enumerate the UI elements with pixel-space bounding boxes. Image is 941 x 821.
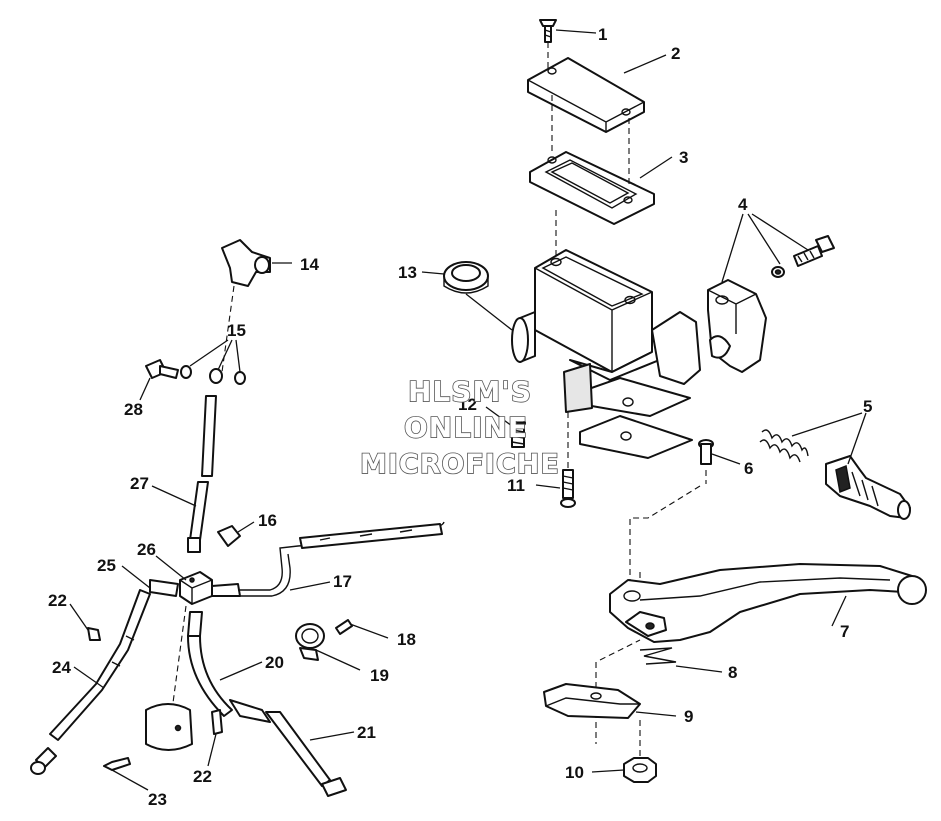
part-15-banjo-washers xyxy=(180,339,246,385)
callout-26: 26 xyxy=(137,540,156,559)
watermark-line-1: HLSM'S xyxy=(408,375,532,408)
part-11-mounting-screw xyxy=(535,412,576,508)
callout-5: 5 xyxy=(863,397,872,416)
callout-13: 13 xyxy=(398,263,417,282)
part-9-lever-bracket xyxy=(543,683,677,719)
watermark: HLSM'S ONLINE MICROFICHE xyxy=(359,374,560,481)
watermark-line-3: MICROFICHE xyxy=(360,449,560,480)
part-6-pivot-bolt xyxy=(698,439,741,484)
part-2-reservoir-cover xyxy=(527,54,667,133)
part-12-bleeder-screw xyxy=(485,406,526,448)
callout-10: 10 xyxy=(565,763,584,782)
callout-19: 19 xyxy=(370,666,389,685)
callout-18: 18 xyxy=(397,630,416,649)
part-20-right-fitting xyxy=(187,611,263,717)
part-5-piston-and-spring xyxy=(759,412,911,520)
callout-28: 28 xyxy=(124,400,143,419)
part-4-handlebar-clamp-and-bolt xyxy=(707,213,835,373)
callout-9: 9 xyxy=(684,707,693,726)
callout-6: 6 xyxy=(744,459,753,478)
part-28-banjo-bolt xyxy=(139,359,179,401)
callout-27: 27 xyxy=(130,474,149,493)
part-19-hose-clamp xyxy=(295,623,361,671)
part-17-brake-line-to-caliper xyxy=(211,521,445,597)
part-10-pivot-nut xyxy=(591,720,657,783)
part-13-dust-boot xyxy=(421,261,513,331)
part-14-brake-line-tee xyxy=(221,239,292,287)
part-8-return-spring xyxy=(639,647,723,673)
part-22-left-hose-clip xyxy=(69,603,101,641)
callout-24: 24 xyxy=(52,658,71,677)
part-22-right-hose-clip xyxy=(207,709,223,767)
callout-17: 17 xyxy=(333,572,352,591)
part-21-right-brake-hose xyxy=(229,699,355,797)
callout-4: 4 xyxy=(738,195,748,214)
callout-14: 14 xyxy=(300,255,319,274)
part-25-left-fitting xyxy=(121,565,179,597)
watermark-line-2: ONLINE xyxy=(404,411,528,444)
callout-20: 20 xyxy=(265,653,284,672)
callout-15: 15 xyxy=(227,321,246,340)
callout-16: 16 xyxy=(258,511,277,530)
part-27-upper-brake-hose xyxy=(151,395,217,553)
callout-2: 2 xyxy=(671,44,680,63)
callout-22-right: 22 xyxy=(193,767,212,786)
callout-1: 1 xyxy=(598,25,607,44)
part-23-mounting-plate xyxy=(103,703,193,791)
callout-11: 11 xyxy=(507,476,525,495)
master-cylinder-body xyxy=(511,249,701,459)
callout-12: 12 xyxy=(458,395,477,414)
callout-22-left: 22 xyxy=(48,591,67,610)
part-7-brake-lever xyxy=(609,563,927,643)
part-3-reservoir-diaphragm xyxy=(529,151,673,225)
callout-7: 7 xyxy=(840,622,849,641)
part-16-hose-clip xyxy=(217,521,255,547)
callout-21: 21 xyxy=(357,723,376,742)
callout-3: 3 xyxy=(679,148,688,167)
callout-25: 25 xyxy=(97,556,116,575)
part-1-cover-screw xyxy=(539,19,597,43)
part-24-left-brake-hose xyxy=(30,589,151,775)
part-18-clamp-screw xyxy=(335,619,389,639)
callout-8: 8 xyxy=(728,663,737,682)
callout-23: 23 xyxy=(148,790,167,809)
